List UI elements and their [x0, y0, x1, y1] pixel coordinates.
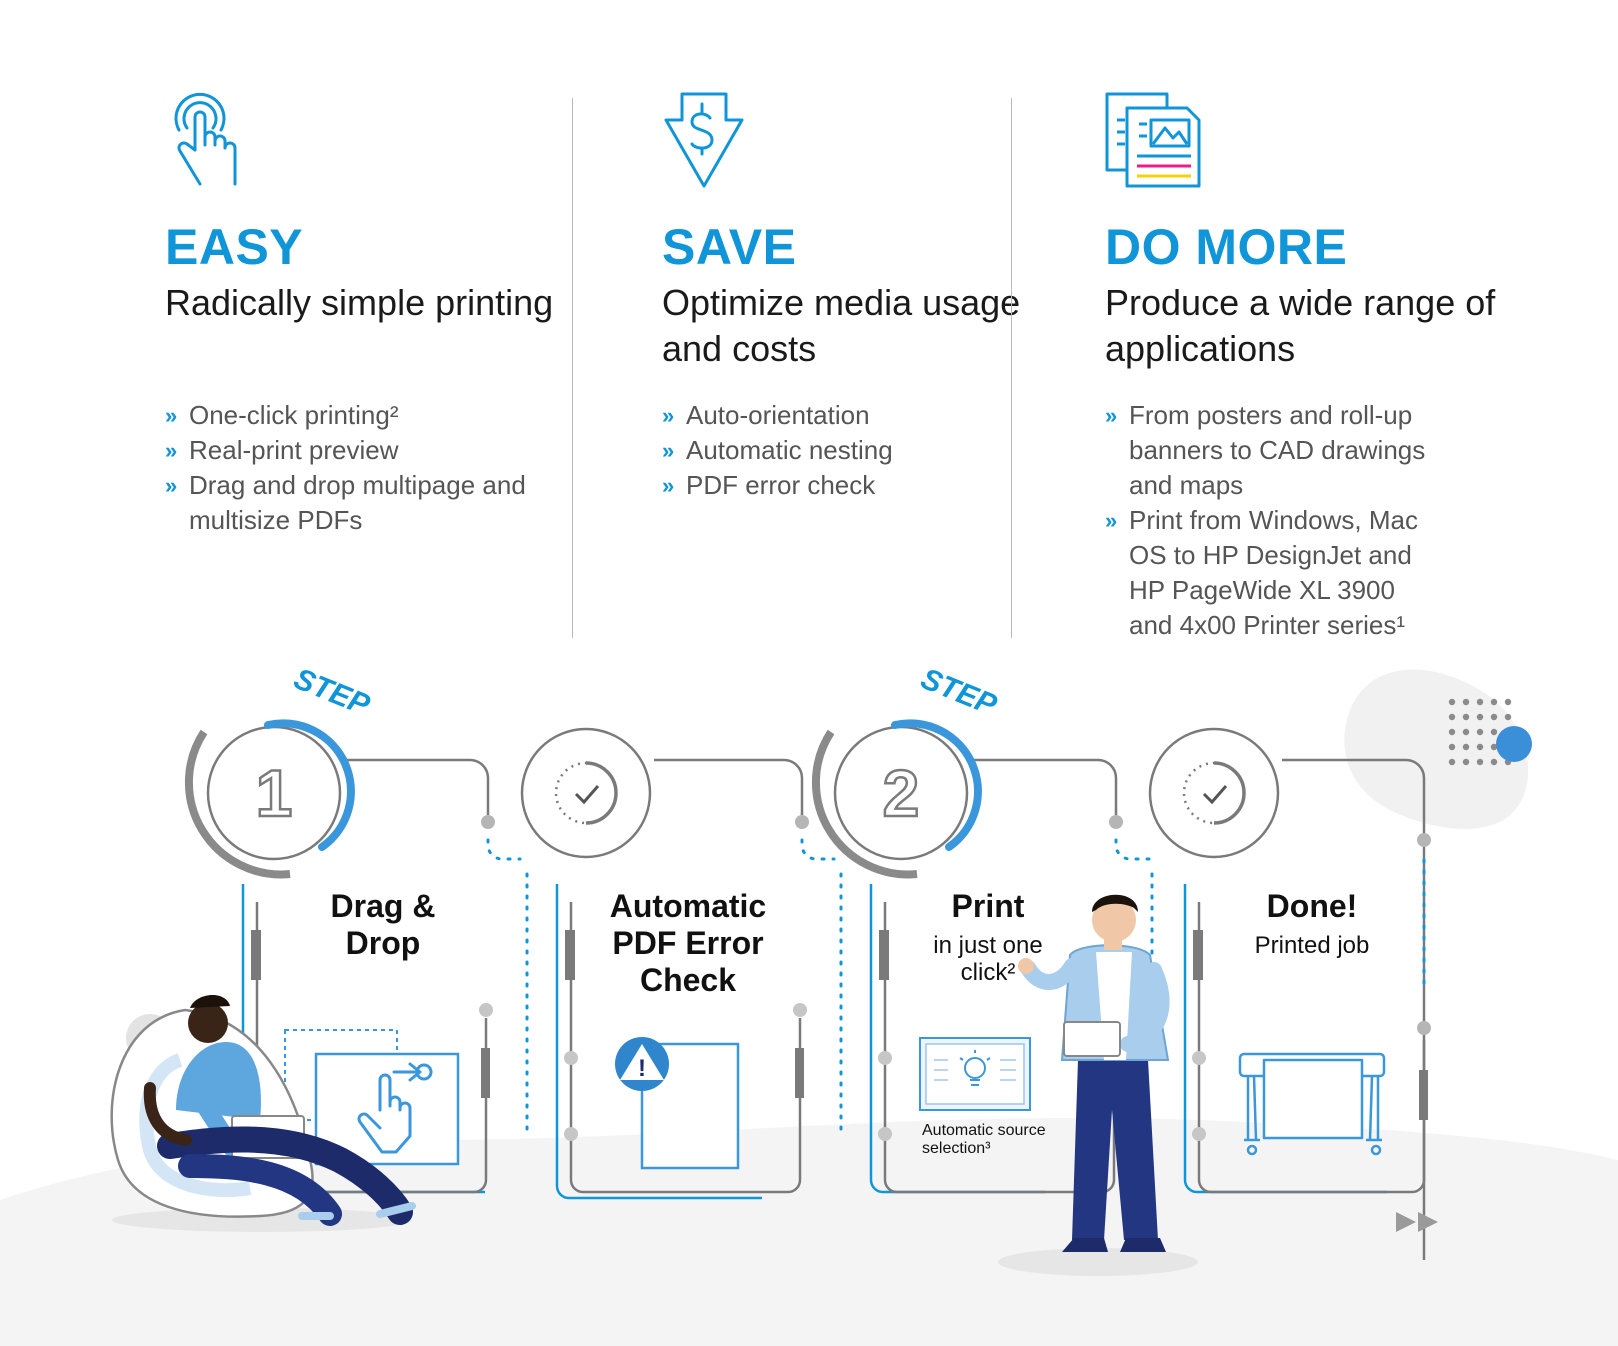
decor-dot [1448, 728, 1456, 736]
save-bullet-list: »Auto-orientation »Automatic nesting »PD… [662, 398, 1092, 503]
decor-dot [1476, 713, 1484, 721]
step-2-word: STEP [916, 662, 1002, 722]
list-item: »From posters and roll-up banners to CAD… [1105, 400, 1426, 500]
check-circle-icon [520, 727, 652, 859]
decor-dot [1448, 713, 1456, 721]
column-divider [572, 98, 573, 638]
list-item: »Automatic nesting [662, 433, 1092, 468]
floor-shape [0, 1117, 1618, 1346]
decor-dot [1462, 728, 1470, 736]
panel-outline [869, 884, 1045, 1194]
bullet-glyph: » [165, 473, 178, 498]
decor-dot [1476, 728, 1484, 736]
decor-dot [1490, 698, 1498, 706]
decor-dot [1490, 758, 1498, 766]
bullet-glyph: » [662, 403, 675, 428]
decor-dot [1504, 713, 1512, 721]
list-item: »Print from Windows, Mac OS to HP Design… [1105, 505, 1418, 640]
bullet-glyph: » [662, 438, 675, 463]
decor-dot [1490, 713, 1498, 721]
step-1-badge: 1 [184, 719, 355, 879]
list-item: »Drag and drop multipage and multisize P… [165, 470, 526, 535]
decor-dot [1462, 713, 1470, 721]
decor-dot [1476, 698, 1484, 706]
forward-arrows [1396, 1212, 1438, 1232]
decor-dot [1462, 743, 1470, 751]
list-item: »Real-print preview [165, 433, 595, 468]
bullet-glyph: » [1105, 508, 1118, 533]
decor-dot [1462, 758, 1470, 766]
step-1-number: 1 [256, 756, 293, 830]
do-more-heading: DO MORE [1105, 219, 1348, 275]
laptop [1063, 1021, 1121, 1057]
decor-dot [1448, 698, 1456, 706]
decor-dot [1490, 743, 1498, 751]
save-subheading: Optimize media usage and costs [662, 282, 1021, 369]
list-item: »PDF error check [662, 468, 1092, 503]
drag-hand-icon [357, 1062, 433, 1154]
source-selection-caption: Automatic source selection³ [922, 1122, 1046, 1157]
do-more-subheading: Produce a wide range of applications [1105, 282, 1496, 369]
workflow-illustration: 1 2 ! [0, 662, 1618, 1346]
bullet-glyph: » [1105, 403, 1118, 428]
lightbulb-icon [959, 1050, 991, 1086]
do-more-bullet-list: »From posters and roll-up banners to CAD… [1105, 398, 1535, 643]
accent-dot [1496, 726, 1532, 762]
step-2-badge: 2 [811, 719, 982, 879]
easy-heading: EASY [165, 219, 304, 275]
list-item: »Auto-orientation [662, 398, 1092, 433]
seated-person-illustration [110, 994, 416, 1232]
documents-icon [1105, 92, 1201, 188]
decor-dot [1490, 728, 1498, 736]
standing-person-illustration [998, 894, 1198, 1276]
decor-dot [1448, 758, 1456, 766]
panel-outline [1183, 884, 1387, 1194]
bullet-glyph: » [165, 438, 178, 463]
bullet-glyph: » [165, 403, 178, 428]
decor-dot [1476, 743, 1484, 751]
check-circle-icon [1148, 727, 1280, 859]
save-heading: SAVE [662, 219, 797, 275]
touch-hand-icon [174, 92, 237, 186]
step-done-title: Done! [1266, 888, 1358, 924]
decor-dot [1504, 698, 1512, 706]
decor-dot [1476, 758, 1484, 766]
step-drag-drop-title: Drag & Drop [330, 888, 436, 961]
step-1-word: STEP [289, 662, 375, 722]
column-divider [1011, 98, 1012, 638]
panel-outline [555, 884, 762, 1200]
easy-subheading: Radically simple printing [165, 282, 554, 323]
dollar-down-arrow-icon [664, 92, 744, 188]
background-blob [1344, 669, 1529, 829]
step-done-subtitle: Printed job [1254, 932, 1370, 959]
large-format-printer [1238, 1052, 1386, 1156]
easy-bullet-list: »One-click printing² »Real-print preview… [165, 398, 595, 538]
step-2-number: 2 [883, 756, 920, 830]
step-print-title: Print [951, 888, 1025, 924]
bullet-glyph: » [662, 473, 675, 498]
step-pdf-check-title: Automatic PDF Error Check [609, 888, 767, 998]
step-print-subtitle: in just one click² [933, 932, 1043, 986]
warning-glyph: ! [638, 1055, 646, 1082]
decor-dot [1462, 698, 1470, 706]
list-item: »One-click printing² [165, 398, 595, 433]
decor-dot [1448, 743, 1456, 751]
